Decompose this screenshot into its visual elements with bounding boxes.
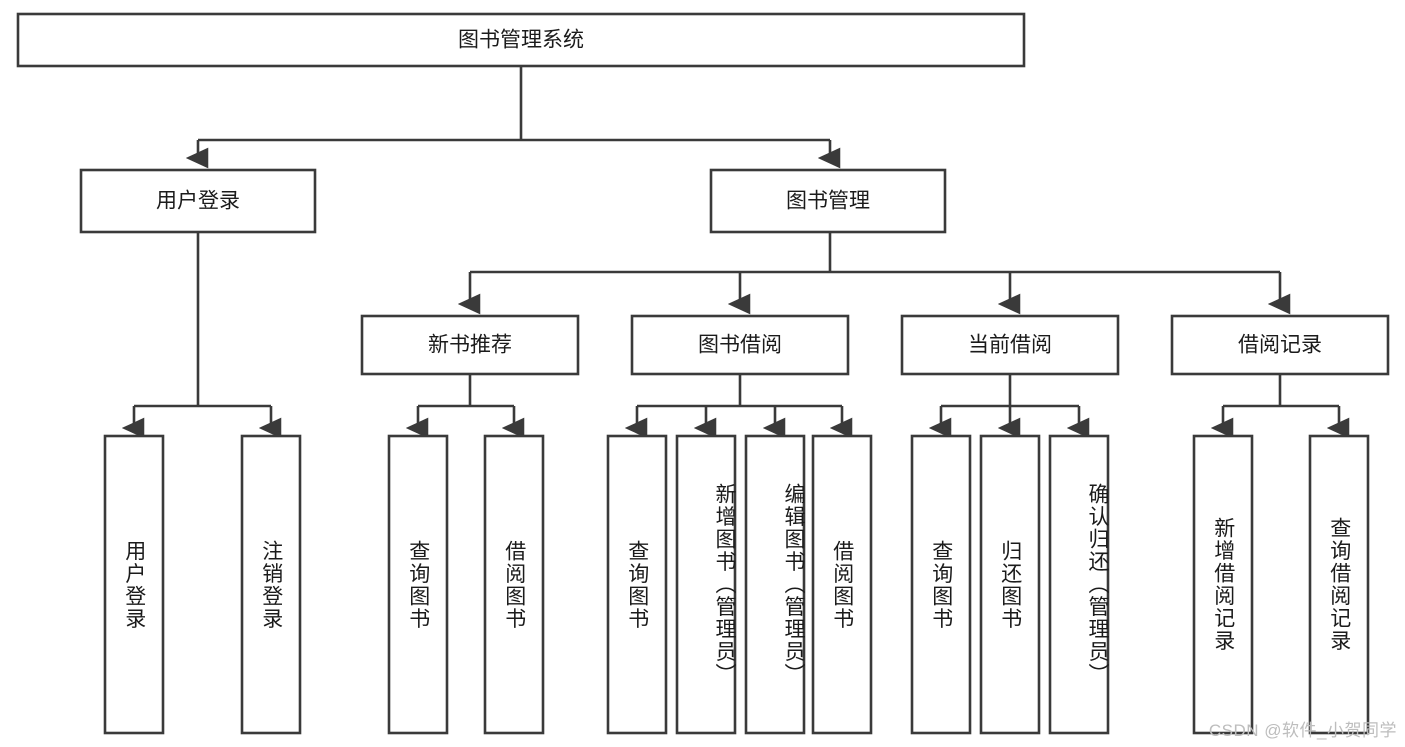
- edge-userlogin-to-leaves: [121, 232, 282, 439]
- edge-bookmgmt-to-level3: [457, 232, 1291, 315]
- node-label-book-borrow: 图书借阅: [698, 334, 782, 357]
- node-borrow-record[interactable]: 借阅记录: [1170, 314, 1390, 376]
- node-leaf-record-query[interactable]: [1308, 434, 1370, 735]
- node-label-book-management: 图书管理: [786, 190, 870, 213]
- node-label-current-borrow: 当前借阅: [968, 334, 1052, 357]
- watermark-text: CSDN @软件_小贺同学: [1208, 721, 1397, 740]
- node-label-new-book-recommend: 新书推荐: [428, 334, 512, 357]
- node-leaf-user-login-logout[interactable]: [240, 434, 302, 735]
- node-current-borrow[interactable]: 当前借阅: [900, 314, 1120, 376]
- node-leaf-current-return[interactable]: [979, 434, 1041, 735]
- node-leaf-bookborrow-query[interactable]: [606, 434, 668, 735]
- node-leaf-bookborrow-add[interactable]: [675, 434, 737, 735]
- edge-borrowrecord-to-leaves: [1210, 374, 1350, 439]
- node-new-book-recommend[interactable]: 新书推荐: [360, 314, 580, 376]
- edge-newbook-to-leaves: [405, 374, 525, 439]
- edge-currentborrow-to-leaves: [928, 374, 1090, 439]
- edge-root-to-level2: [185, 66, 841, 169]
- node-label-user-login: 用户登录: [156, 190, 240, 213]
- node-leaf-record-add[interactable]: [1192, 434, 1254, 735]
- node-label-root: 图书管理系统: [458, 29, 584, 52]
- node-root-system[interactable]: 图书管理系统: [16, 12, 1026, 68]
- edge-bookborrow-to-leaves: [624, 374, 853, 439]
- node-label-borrow-record: 借阅记录: [1238, 334, 1322, 357]
- node-leaf-current-query[interactable]: [910, 434, 972, 735]
- node-leaf-newbook-borrow[interactable]: [483, 434, 545, 735]
- node-leaf-newbook-query[interactable]: [387, 434, 449, 735]
- node-leaf-user-login-login[interactable]: [103, 434, 165, 735]
- node-leaf-bookborrow-edit[interactable]: [744, 434, 806, 735]
- node-leaf-current-confirm[interactable]: [1048, 434, 1110, 735]
- node-book-management[interactable]: 图书管理: [709, 168, 947, 234]
- node-leaf-bookborrow-borrow[interactable]: [811, 434, 873, 735]
- node-book-borrow[interactable]: 图书借阅: [630, 314, 850, 376]
- node-user-login[interactable]: 用户登录: [79, 168, 317, 234]
